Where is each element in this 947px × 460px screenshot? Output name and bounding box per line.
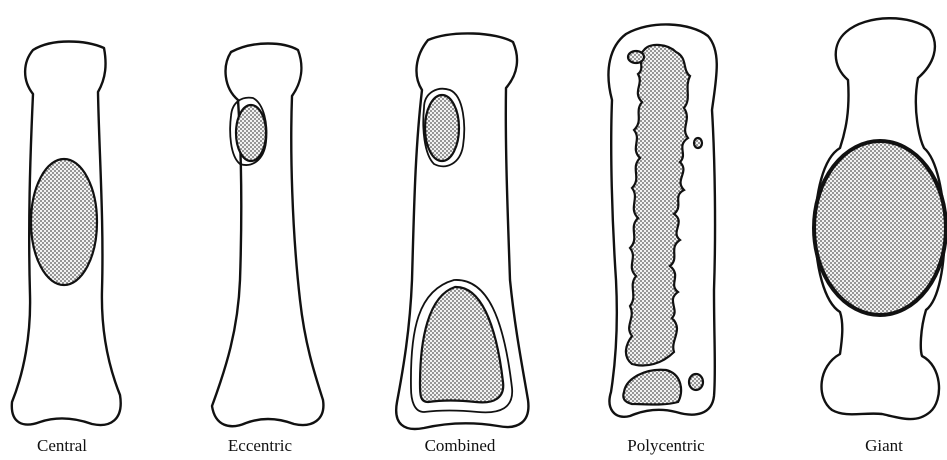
label-central: Central <box>37 436 87 456</box>
label-polycentric: Polycentric <box>627 436 704 456</box>
lesion-eccentric <box>236 105 266 161</box>
label-giant: Giant <box>865 436 903 456</box>
lesion-polycentric-small-1 <box>628 51 644 63</box>
bone-central <box>12 42 121 425</box>
label-combined: Combined <box>425 436 496 456</box>
lesion-giant <box>814 141 946 315</box>
lesion-polycentric-small-2 <box>694 138 702 148</box>
lesion-combined-upper <box>425 95 459 161</box>
lesion-central <box>31 159 97 285</box>
bone-giant <box>814 18 946 419</box>
lesion-polycentric-small-3 <box>689 374 703 390</box>
label-eccentric: Eccentric <box>228 436 292 456</box>
bone-combined <box>396 33 528 429</box>
bone-eccentric <box>212 44 323 427</box>
bone-polycentric <box>608 24 716 416</box>
